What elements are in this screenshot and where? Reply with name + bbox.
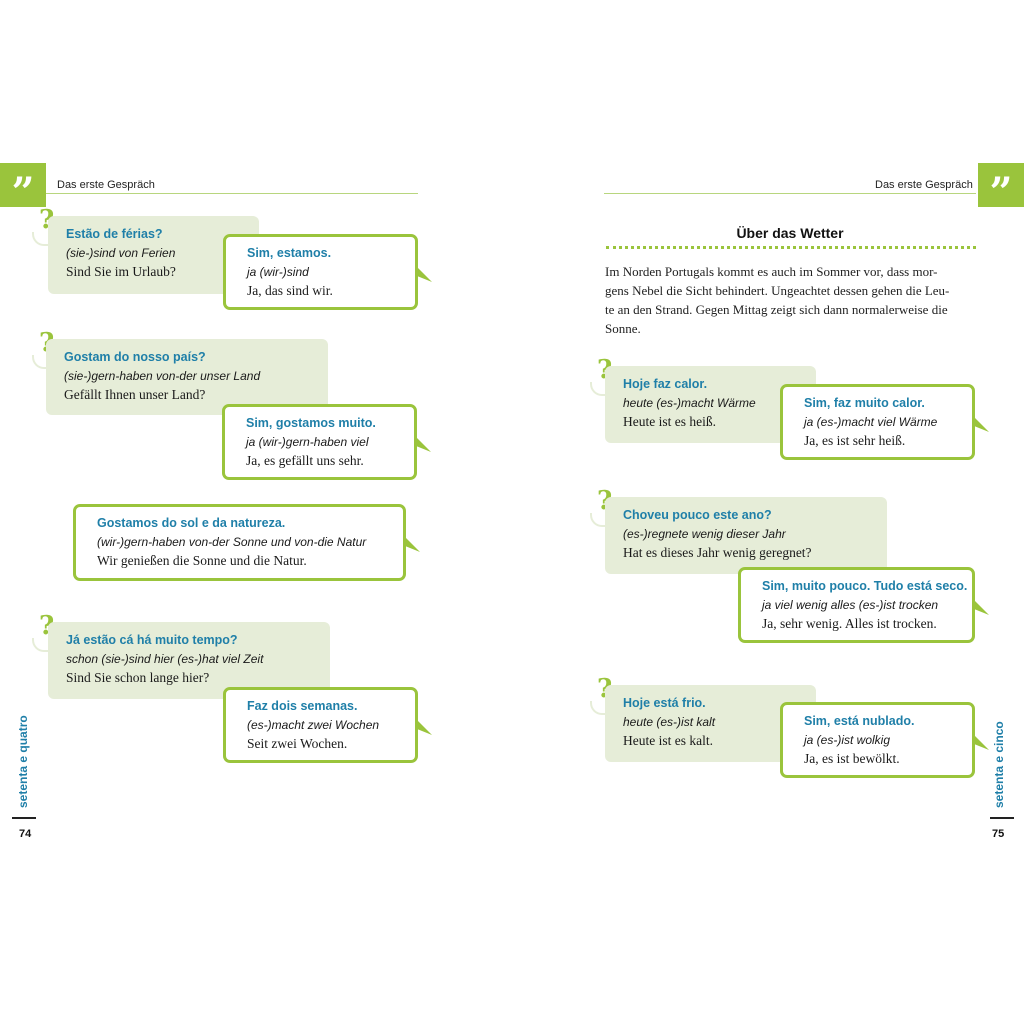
bubble-tail	[975, 736, 989, 750]
bubble-tail	[32, 232, 50, 246]
literal-translation: (wir-)gern-haben von-der Sonne und von-d…	[97, 535, 367, 549]
portuguese-line: Sim, muito pouco. Tudo está seco.	[762, 579, 968, 593]
answer-bubble: Faz dois semanas. (es-)macht zwei Wochen…	[223, 687, 418, 763]
bubble-tail	[418, 721, 432, 735]
page-number: 75	[992, 828, 1005, 840]
literal-translation: ja (wir-)sind	[247, 265, 309, 279]
german-translation: Seit zwei Wochen.	[247, 736, 348, 751]
portuguese-line: Estão de férias?	[66, 227, 163, 241]
running-head: Das erste Gespräch	[875, 179, 973, 191]
german-translation: Ja, das sind wir.	[247, 283, 333, 298]
portuguese-line: Faz dois semanas.	[247, 699, 358, 713]
bubble-tail	[417, 438, 431, 452]
portuguese-line: Sim, faz muito calor.	[804, 396, 925, 410]
literal-translation: heute (es-)ist kalt	[623, 715, 716, 729]
german-translation: Sind Sie im Urlaub?	[66, 264, 176, 279]
portuguese-line: Já estão cá há muito tempo?	[66, 633, 238, 647]
question-bubble: Choveu pouco este ano? (es-)regnete weni…	[605, 497, 887, 574]
german-translation: Heute ist es kalt.	[623, 733, 713, 748]
literal-translation: (es-)macht zwei Wochen	[247, 718, 380, 732]
quote-icon: ”	[0, 163, 46, 216]
answer-bubble: Sim, gostamos muito. ja (wir-)gern-haben…	[222, 404, 417, 480]
german-translation: Ja, es ist bewölkt.	[804, 751, 900, 766]
answer-bubble: Sim, faz muito calor. ja (es-)macht viel…	[780, 384, 975, 460]
intro-line: te an den Strand. Gegen Mittag zeigt sic…	[605, 302, 948, 317]
intro-line: gens Nebel die Sicht behindert. Ungeacht…	[605, 283, 950, 298]
german-translation: Wir genießen die Sonne und die Natur.	[97, 553, 307, 568]
portuguese-line: Sim, gostamos muito.	[246, 416, 376, 430]
answer-bubble: Sim, estamos. ja (wir-)sind Ja, das sind…	[223, 234, 418, 310]
portuguese-line: Hoje está frio.	[623, 696, 706, 710]
german-translation: Gefällt Ihnen unser Land?	[64, 387, 206, 402]
dotted-divider	[606, 246, 976, 249]
literal-translation: (es-)regnete wenig dieser Jahr	[623, 527, 786, 541]
german-translation: Ja, es ist sehr heiß.	[804, 433, 906, 448]
question-bubble: Hoje está frio. heute (es-)ist kalt Heut…	[605, 685, 816, 762]
literal-translation: (sie-)sind von Ferien	[66, 246, 176, 260]
page-side-label: setenta e quatro	[16, 715, 30, 808]
answer-bubble: Gostamos do sol e da natureza. (wir-)ger…	[73, 504, 406, 581]
answer-bubble: Sim, muito pouco. Tudo está seco. ja vie…	[738, 567, 975, 643]
question-bubble: Gostam do nosso país? (sie-)gern-haben v…	[46, 339, 328, 415]
literal-translation: heute (es-)macht Wärme	[623, 396, 756, 410]
literal-translation: ja (es-)ist wolkig	[804, 733, 891, 747]
literal-translation: ja (wir-)gern-haben viel	[246, 435, 369, 449]
page-number-rule	[12, 817, 36, 819]
section-title: Über das Wetter	[736, 225, 844, 241]
question-bubble: Hoje faz calor. heute (es-)macht Wärme H…	[605, 366, 816, 443]
german-translation: Hat es dieses Jahr wenig geregnet?	[623, 545, 812, 560]
question-bubble: Já estão cá há muito tempo? schon (sie-)…	[48, 622, 330, 699]
german-translation: Ja, es gefällt uns sehr.	[246, 453, 364, 468]
literal-translation: schon (sie-)sind hier (es-)hat viel Zeit	[66, 652, 264, 666]
bubble-tail	[406, 538, 420, 552]
portuguese-line: Gostamos do sol e da natureza.	[97, 516, 286, 530]
running-head: Das erste Gespräch	[57, 179, 155, 191]
bubble-tail	[975, 601, 989, 615]
answer-bubble: Sim, está nublado. ja (es-)ist wolkig Ja…	[780, 702, 975, 778]
bubble-tail	[590, 382, 608, 396]
german-translation: Heute ist es heiß.	[623, 414, 716, 429]
bubble-tail	[418, 268, 432, 282]
page-side-label: setenta e cinco	[992, 721, 1006, 808]
portuguese-line: Hoje faz calor.	[623, 377, 708, 391]
bubble-tail	[975, 418, 989, 432]
literal-translation: (sie-)gern-haben von-der unser Land	[64, 369, 261, 383]
page-number-rule	[990, 817, 1014, 819]
german-translation: Ja, sehr wenig. Alles ist trocken.	[762, 616, 937, 631]
bubble-tail	[590, 701, 608, 715]
intro-line: Im Norden Portugals kommt es auch im Som…	[605, 264, 938, 279]
intro-line: Sonne.	[605, 321, 641, 336]
german-translation: Sind Sie schon lange hier?	[66, 670, 210, 685]
portuguese-line: Sim, estamos.	[247, 246, 332, 260]
page-number: 74	[19, 828, 32, 840]
quote-icon: ”	[978, 163, 1024, 216]
portuguese-line: Choveu pouco este ano?	[623, 508, 772, 522]
portuguese-line: Sim, está nublado.	[804, 714, 915, 728]
header-rule	[604, 193, 976, 194]
intro-paragraph: Im Norden Portugals kommt es auch im Som…	[605, 262, 977, 338]
bubble-tail	[32, 638, 50, 652]
literal-translation: ja viel wenig alles (es-)ist trocken	[762, 598, 939, 612]
header-rule	[46, 193, 418, 194]
literal-translation: ja (es-)macht viel Wärme	[804, 415, 938, 429]
bubble-tail	[590, 513, 608, 527]
bubble-tail	[32, 355, 50, 369]
portuguese-line: Gostam do nosso país?	[64, 350, 206, 364]
